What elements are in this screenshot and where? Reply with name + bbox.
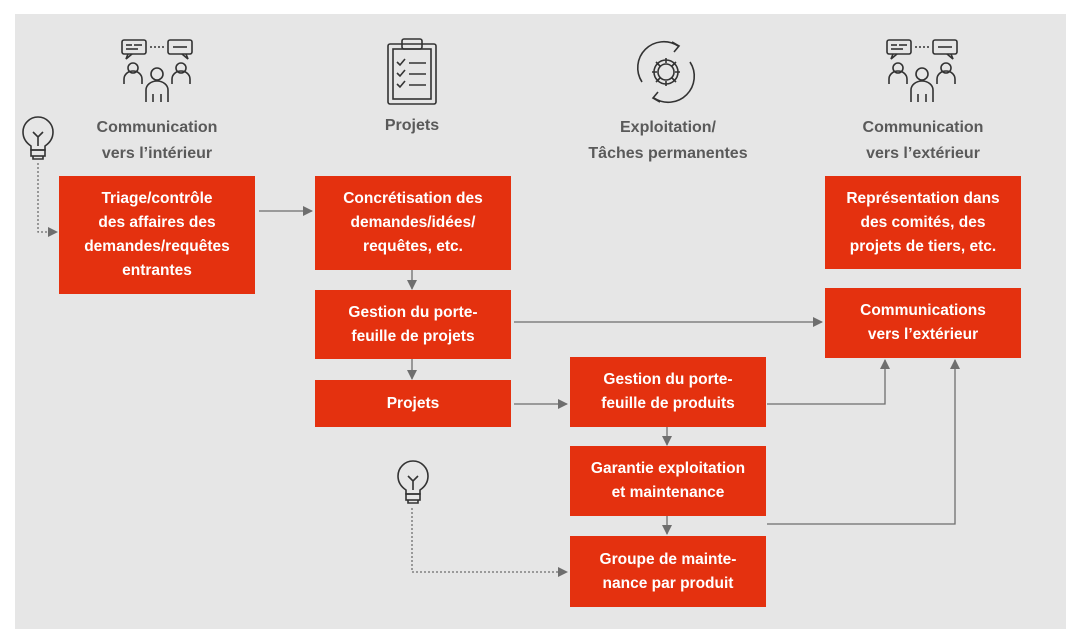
box-gestion-produits: Gestion du porte- feuille de produits [570,357,766,427]
dotted-connector [411,508,568,577]
column-title-exploitation: Exploitation/ Tâches permanentes [588,119,748,162]
people-discussion-icon [886,39,958,102]
box-gestion-projets: Gestion du porte- feuille de projets [315,290,511,359]
arrow-produits-to-communications [767,359,890,405]
clipboard-checklist-icon [387,38,437,105]
column-title-projets: Projets [384,117,440,134]
column-title-comm-interieur: Communication vers l’intérieur [96,119,218,162]
box-garantie: Garantie exploitation et maintenance [570,446,766,516]
box-projets: Projets [315,380,511,427]
lightbulb-icon [397,460,429,504]
arrow-garantie-to-communications [767,359,960,525]
box-representation: Représentation dans des comités, des pro… [825,176,1021,269]
box-triage: Triage/contrôle des affaires des demande… [59,176,255,294]
dotted-connector [37,163,58,237]
gear-cycle-icon [636,40,696,104]
box-groupe: Groupe de mainte- nance par produit [570,536,766,607]
box-communications: Communications vers l’extérieur [825,288,1021,358]
people-discussion-icon [121,39,193,102]
column-title-comm-exterieur: Communication vers l’extérieur [862,119,984,162]
lightbulb-icon [22,116,54,160]
box-concretisation: Concrétisation des demandes/idées/ requê… [315,176,511,270]
